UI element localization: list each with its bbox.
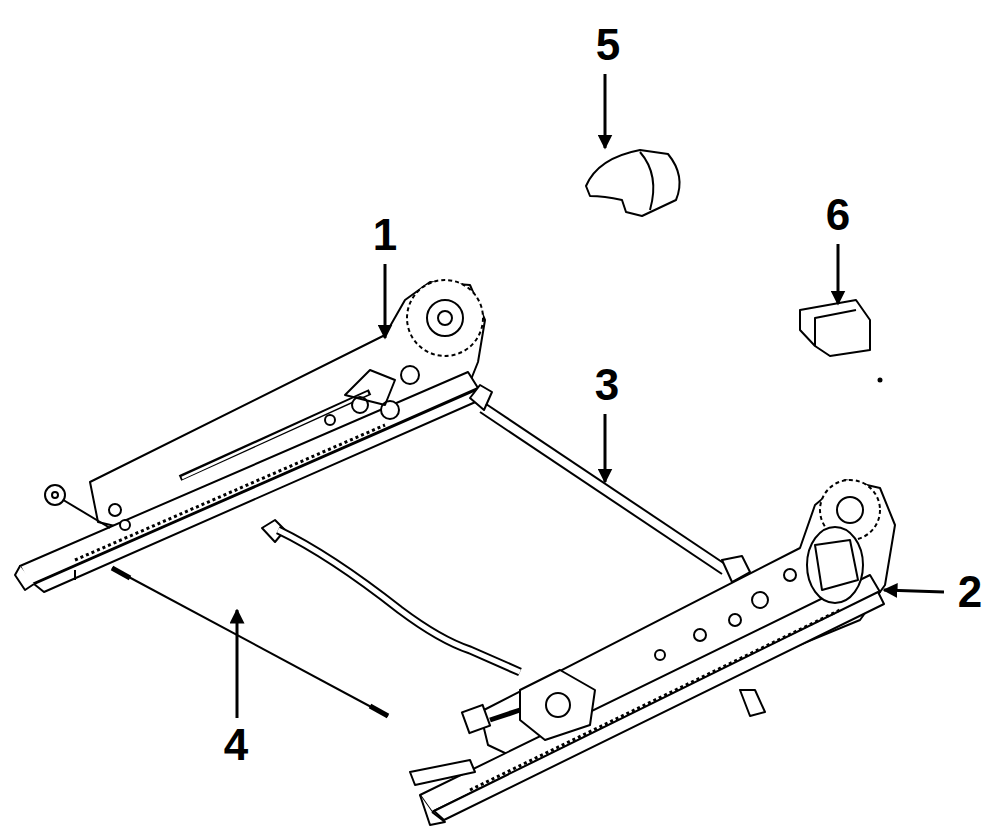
callout-number: 6: [826, 193, 850, 237]
callout-number: 2: [958, 570, 982, 614]
callout-number: 5: [596, 23, 620, 67]
callout-number: 4: [224, 723, 248, 767]
callout-number: 1: [373, 213, 397, 257]
callout-number: 3: [595, 363, 619, 407]
